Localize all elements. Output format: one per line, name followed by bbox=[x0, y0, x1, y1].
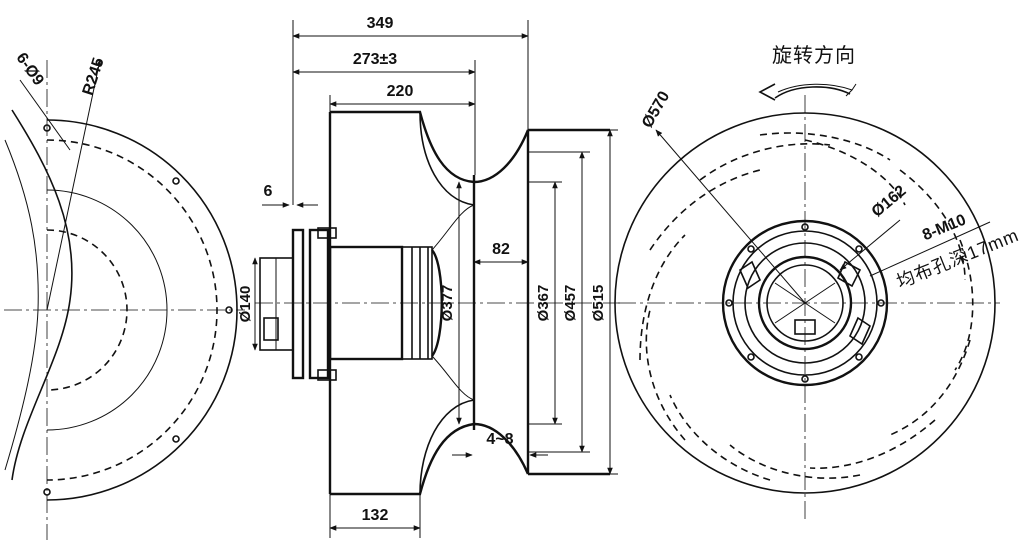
dim-4-8: 4~8 bbox=[486, 431, 513, 448]
flange-half-view: 6-Ø9 R245 bbox=[4, 50, 245, 540]
front-view: Ø570 Ø162 8-M10 均布孔深17mm 旋转方向 bbox=[614, 44, 1022, 520]
thread-depth-note: 均布孔深17mm bbox=[894, 225, 1022, 292]
dim-dia-570: Ø570 bbox=[639, 88, 673, 130]
dim-273: 273±3 bbox=[353, 51, 397, 68]
rotation-direction-label: 旋转方向 bbox=[772, 44, 856, 67]
dim-dia-367: Ø367 bbox=[535, 285, 552, 322]
dim-82: 82 bbox=[492, 241, 510, 258]
dim-dia-140: Ø140 bbox=[237, 286, 254, 323]
holes-6-label: 6-Ø9 bbox=[13, 50, 47, 89]
side-section-view: 349 273±3 220 6 Ø140 bbox=[237, 15, 620, 538]
impeller-blades bbox=[639, 132, 974, 481]
dim-132: 132 bbox=[362, 507, 389, 524]
dim-349: 349 bbox=[367, 15, 394, 32]
dim-dia-457: Ø457 bbox=[562, 285, 579, 322]
radius-245-label: R245 bbox=[80, 56, 108, 98]
dim-220: 220 bbox=[387, 83, 414, 100]
dim-6: 6 bbox=[264, 183, 273, 200]
dim-dia-162: Ø162 bbox=[869, 182, 910, 220]
rotation-arrow-icon bbox=[758, 83, 857, 101]
dim-dia-377: Ø377 bbox=[439, 285, 456, 322]
dim-dia-515: Ø515 bbox=[590, 285, 607, 322]
